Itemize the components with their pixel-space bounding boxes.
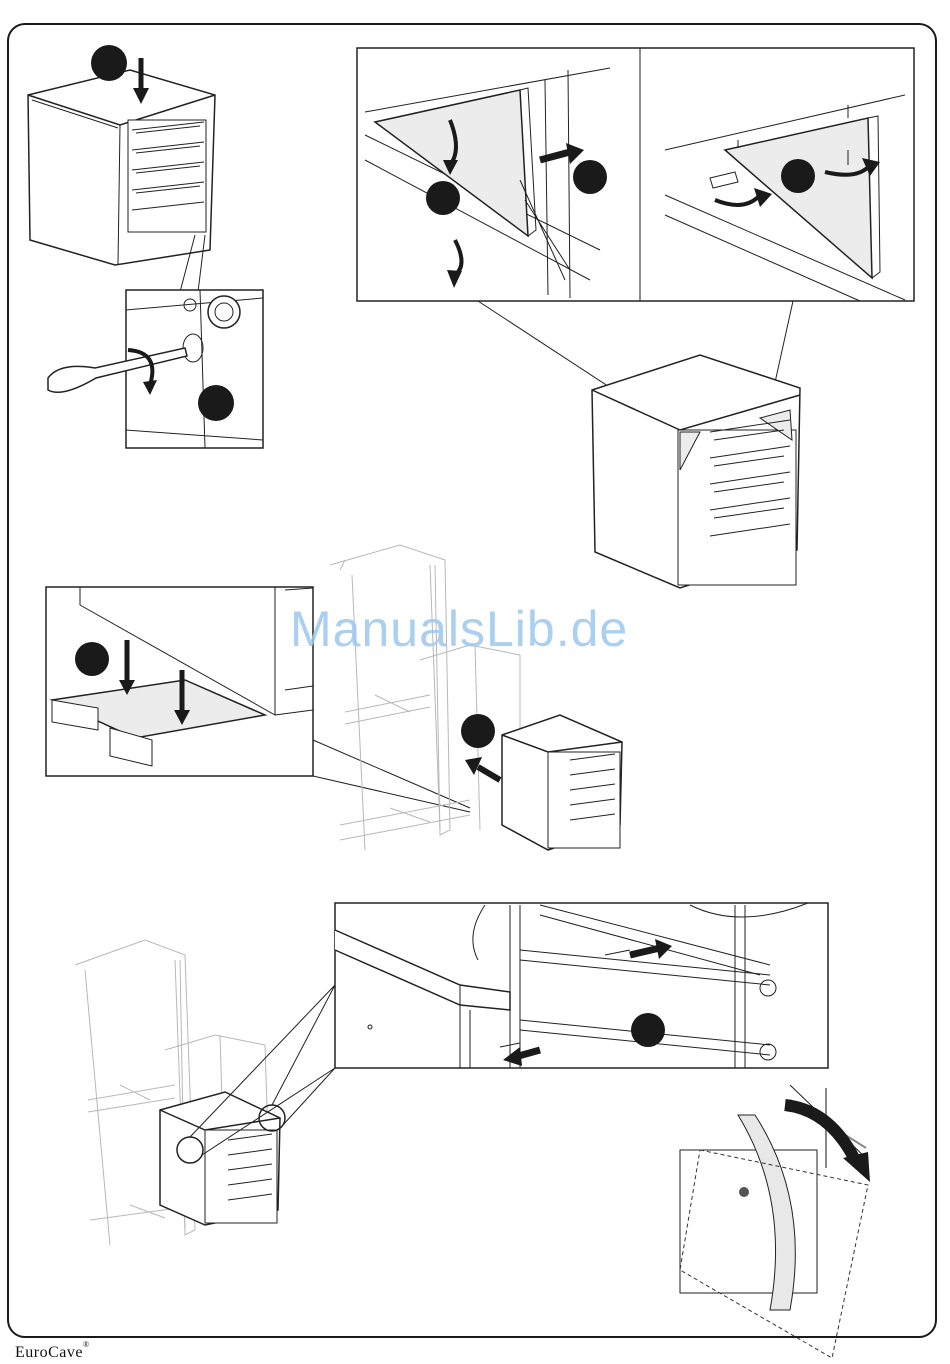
cabinet-figure-1 (28, 45, 215, 292)
step-marker-e (75, 642, 109, 676)
step-marker-b (198, 385, 234, 421)
rack-figure-1 (330, 545, 622, 850)
step-marker-c2 (573, 160, 607, 194)
step-marker-c (426, 181, 460, 215)
step-marker-d (781, 159, 815, 193)
brand-mark: ® (83, 1340, 90, 1349)
step-marker-f (461, 714, 495, 748)
bracket-detail (357, 48, 914, 428)
rack-figure-2 (75, 940, 335, 1245)
brand-logo: EuroCave® (15, 1344, 90, 1362)
brand-name: EuroCave (15, 1344, 83, 1361)
watermark-text: ManualsLib.de (290, 600, 628, 658)
cabinet-figure-2 (592, 355, 800, 588)
rotation-detail (680, 1085, 870, 1358)
pin-detail (335, 903, 828, 1068)
screwdriver-detail (48, 290, 263, 448)
step-marker-a (91, 45, 127, 81)
step-marker-g (631, 1013, 665, 1047)
